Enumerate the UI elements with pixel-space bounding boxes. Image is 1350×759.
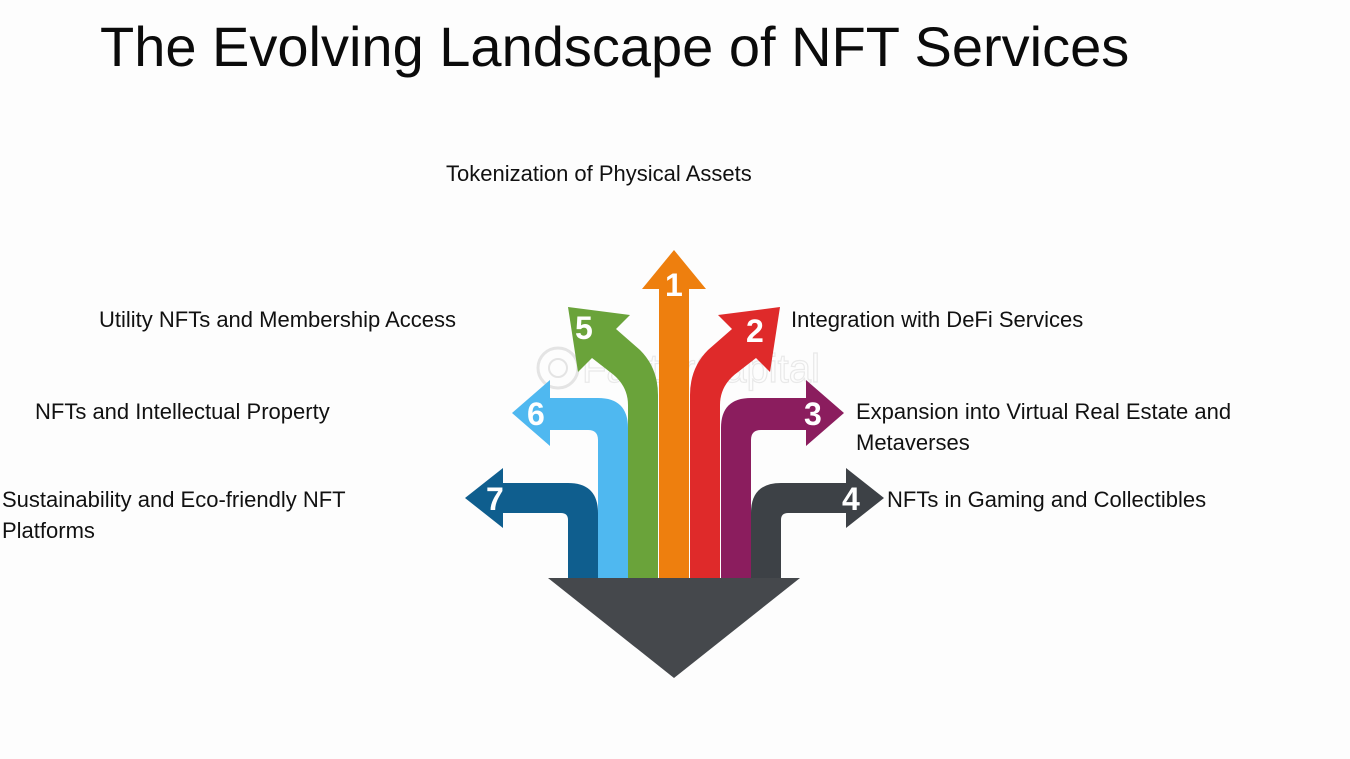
arrow-3: 3 [721,380,844,580]
arrow-2-number: 2 [746,313,764,349]
arrow-3-shape [721,380,844,580]
item-2-label: Integration with DeFi Services [791,307,1084,332]
arrow-3-number: 3 [804,396,822,432]
arrow-4: 4 [751,468,884,580]
item-7-label: Sustainability and Eco-friendly NFT Plat… [2,487,346,543]
item-4-label: NFTs in Gaming and Collectibles [887,487,1207,512]
arrow-4-shape [751,468,884,580]
arrow-5: 5 [568,307,658,580]
base-arrowhead [548,578,800,678]
arrow-7-shape [465,468,598,580]
item-6-label: NFTs and Intellectual Property [35,399,330,424]
arrow-5-number: 5 [575,310,593,346]
item-3-label: Expansion into Virtual Real Estate and M… [856,399,1232,455]
arrow-1-number: 1 [665,267,683,303]
arrow-5-shape [568,307,658,580]
arrow-6: 6 [512,380,628,580]
arrow-2: 2 [690,307,780,580]
arrow-7: 7 [465,468,598,580]
arrow-7-number: 7 [486,481,504,517]
arrow-2-shape [690,307,780,580]
arrow-1: 1 [642,250,706,580]
item-5-label: Utility NFTs and Membership Access [99,307,456,332]
item-1-label: Tokenization of Physical Assets [446,161,752,186]
arrow-6-number: 6 [527,396,545,432]
arrow-4-number: 4 [842,481,860,517]
arrow-6-shape [512,380,628,580]
arrow-1-shape [642,250,706,580]
page-title: The Evolving Landscape of NFT Services [100,15,1130,78]
